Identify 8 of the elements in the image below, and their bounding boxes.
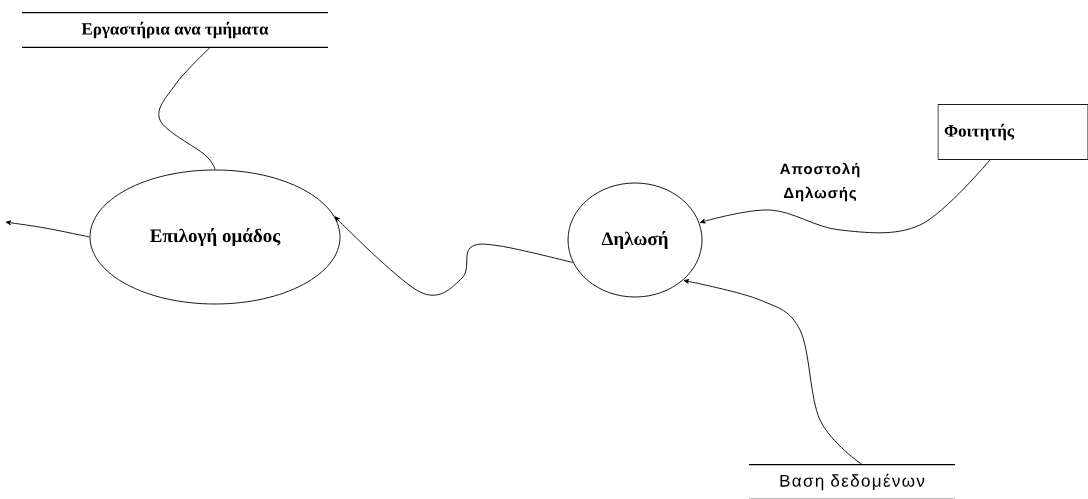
arrow [334,216,574,296]
arrow [5,220,90,238]
arrow [700,159,991,234]
data-store: Εργαστήρια ανα τμήματα [21,11,329,49]
data-store: Βαση δεδομένων [748,463,956,499]
arrow [683,279,863,465]
edge-label: Αποστολή Δηλωσής [780,162,860,202]
entity-box: Φοιτητής [937,104,1088,160]
